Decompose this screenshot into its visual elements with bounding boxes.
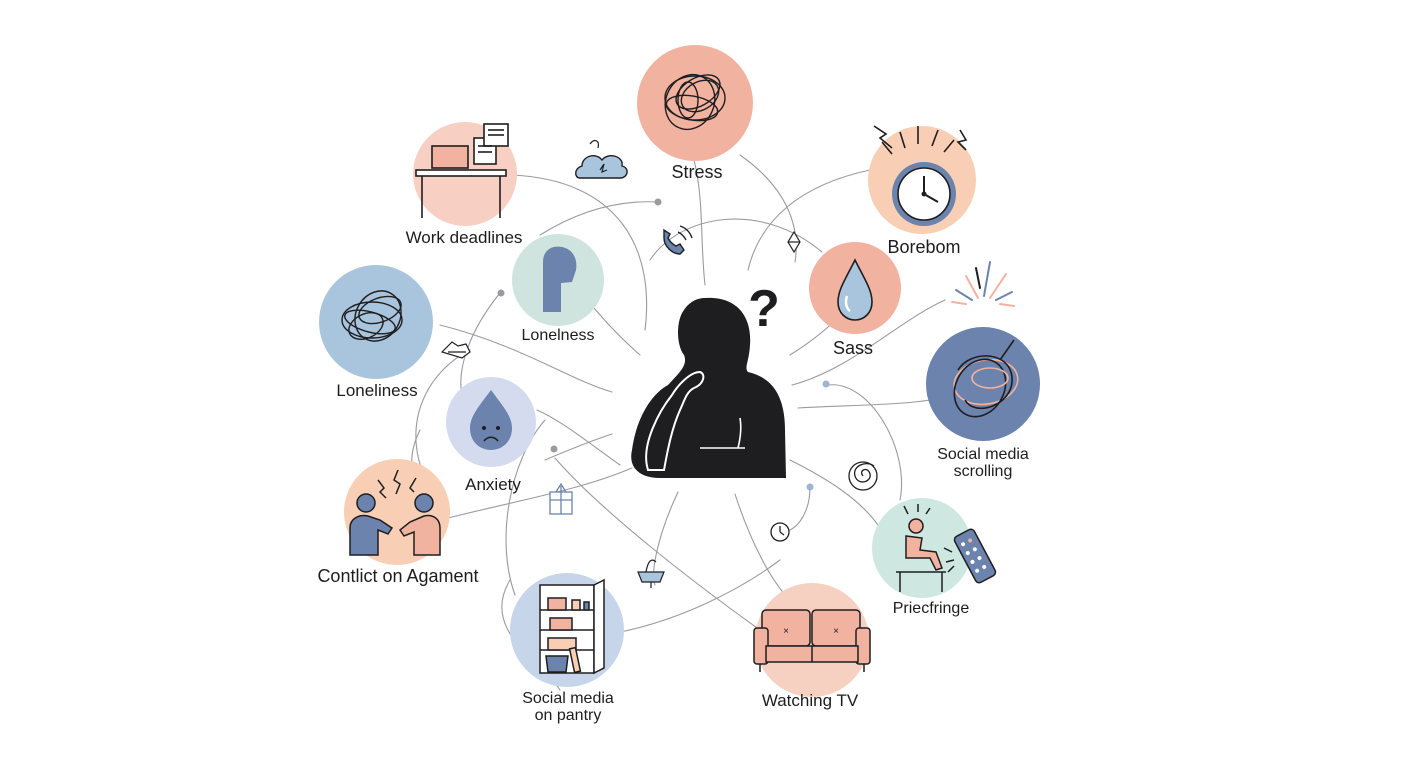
clock-icon <box>770 522 790 542</box>
tangled-scribble-icon <box>341 290 403 342</box>
label-watching-tv: Watching TV <box>761 691 859 710</box>
trigger-pantry <box>510 573 624 687</box>
couch-icon: × × <box>753 609 871 672</box>
desk-laptop-icon <box>415 123 509 218</box>
label-conflict: Contlict on Agament <box>317 566 479 586</box>
sprinkle-icon <box>951 261 1015 307</box>
trigger-boredom <box>868 125 976 234</box>
label-work-deadlines: Work deadlines <box>405 228 523 247</box>
connector-dots <box>497 198 830 491</box>
diamond-icon <box>787 230 801 254</box>
trigger-loneliness-small <box>512 234 604 326</box>
phone-icon <box>663 225 693 255</box>
label-pantry-line-2: on pantry <box>534 707 602 725</box>
trigger-anxiety <box>446 377 536 467</box>
basket-icon <box>637 559 665 588</box>
trigger-conflict <box>344 459 450 565</box>
label-fridge: Priecfringe <box>892 600 970 617</box>
trigger-sass <box>809 242 901 334</box>
abstract-figure-icon <box>543 246 577 312</box>
swirl-icon <box>953 339 1019 418</box>
thinking-person-silhouette-icon <box>631 297 786 478</box>
label-loneliness: Loneliness <box>336 381 418 400</box>
shoe-icon <box>440 341 471 359</box>
svg-text:×: × <box>783 626 789 637</box>
label-social-media-scrolling: Social media scrolling <box>923 446 1043 481</box>
trigger-stress <box>637 45 753 161</box>
label-sass: Sass <box>832 338 874 358</box>
label-social-line-1: Social media <box>937 446 1029 463</box>
arguing-people-icon <box>349 469 441 556</box>
box-icon <box>549 482 573 515</box>
label-stress: Stress <box>671 162 723 182</box>
label-anxiety: Anxiety <box>465 475 521 494</box>
trigger-loneliness <box>319 265 433 379</box>
tangled-scribble-icon <box>664 73 726 131</box>
open-pantry-icon <box>539 578 605 675</box>
label-pantry: Social media on pantry <box>506 690 630 725</box>
cloud-icon <box>575 139 628 179</box>
spiral-icon <box>848 461 878 491</box>
label-social-line-2: scrolling <box>953 463 1013 481</box>
svg-text:×: × <box>833 626 839 637</box>
trigger-tv: × × <box>753 583 871 697</box>
sad-drop-icon <box>470 390 512 450</box>
trigger-fridge <box>872 498 997 598</box>
label-boredom: Borebom <box>887 237 961 257</box>
question-mark-icon: ? <box>748 280 780 338</box>
label-pantry-line-1: Social media <box>522 690 614 707</box>
alarm-clock-icon <box>873 125 968 226</box>
trigger-work <box>413 122 517 226</box>
trigger-social <box>926 327 1040 441</box>
tv-remote-person-icon <box>896 504 997 592</box>
label-loneliness-small: Lonelness <box>521 327 595 344</box>
